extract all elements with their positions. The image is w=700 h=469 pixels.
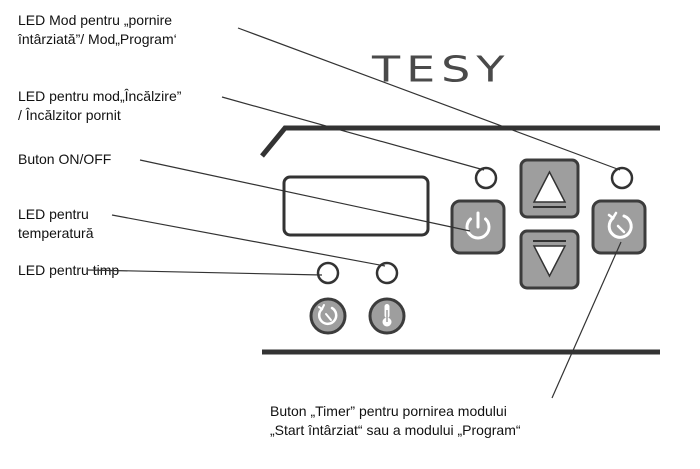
label-led-temperature: LED pentru temperatură [18,206,94,241]
leader-led-mode-program [237,27,621,171]
label-led-mode-delayed-program: LED Mod pentru „pornire întârziată”/ Mod… [18,12,177,47]
timer-icon [317,304,338,326]
leader-timer-button [551,241,622,399]
timer-button[interactable] [591,199,647,255]
label-on-off-button: Buton ON/OFF [18,151,112,167]
led-time [316,261,340,285]
arrow-up-button[interactable] [519,158,580,219]
thermometer-icon [382,304,392,327]
panel-top-edge [260,125,660,158]
leader-led-time [87,269,323,276]
leader-led-temperature [111,214,386,267]
temperature-button[interactable] [368,297,406,335]
arrow-down-icon [532,240,567,278]
time-button[interactable] [309,297,347,335]
on-off-button[interactable] [450,199,506,255]
leader-led-heating-mode [221,96,485,171]
arrow-down-button[interactable] [519,229,580,290]
led-mode-program [610,166,634,190]
label-timer-button: Buton „Timer” pentru pornirea modului „S… [270,403,521,438]
power-icon [465,211,491,240]
led-heating-mode [474,166,498,190]
timer-icon [607,211,633,239]
brand-logo: TESY [372,48,511,91]
label-led-heating-mode: LED pentru mod„Încălzire” / Încălzitor p… [18,88,182,123]
leader-on-off-button [139,159,471,232]
leader-lines [87,27,622,399]
led-temperature [375,261,399,285]
arrow-up-icon [532,170,567,208]
